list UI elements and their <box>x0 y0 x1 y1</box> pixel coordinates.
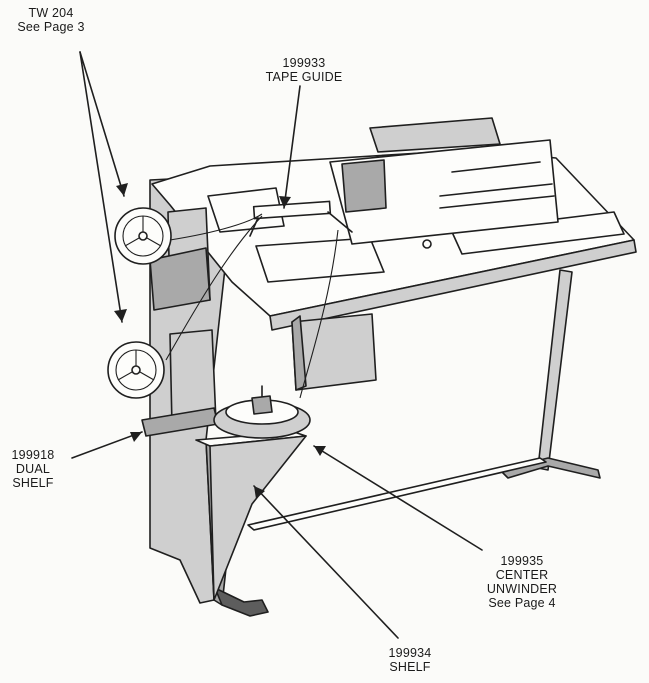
dual-shelf-line1: DUAL <box>15 462 51 476</box>
center-unwinder-line1: CENTER <box>495 568 549 582</box>
callout-tw204: TW 204 See Page 3 <box>8 6 94 34</box>
callout-center-unwinder: 199935 CENTER UNWINDER See Page 4 <box>476 554 568 610</box>
tape-guide-part-number: 199933 <box>282 56 326 70</box>
callout-shelf: 199934 SHELF <box>380 646 440 674</box>
upper-tape-reel <box>114 207 211 311</box>
tape-guide <box>165 200 353 399</box>
tw204-part-number: TW 204 <box>28 6 74 20</box>
tape-guide-name: TAPE GUIDE <box>265 70 343 84</box>
center-unwinder-page-ref: See Page 4 <box>488 596 556 610</box>
callout-tape-guide: 199933 TAPE GUIDE <box>262 56 346 84</box>
center-unwinder-line2: UNWINDER <box>486 582 558 596</box>
callout-dual-shelf: 199918 DUAL SHELF <box>2 448 64 490</box>
stretcher-bar <box>247 457 547 531</box>
tw204-page-ref: See Page 3 <box>17 20 85 34</box>
printer-unit <box>329 117 559 249</box>
shelf-name: SHELF <box>389 660 431 674</box>
dual-shelf-part-number: 199918 <box>11 448 55 462</box>
leader-lines <box>71 51 483 639</box>
center-unwinder-part-number: 199935 <box>500 554 544 568</box>
center-unwinder <box>213 385 311 439</box>
under-desk-box <box>291 313 377 391</box>
dual-shelf-line2: SHELF <box>12 476 54 490</box>
shelf-part-number: 199934 <box>388 646 432 660</box>
right-leg <box>499 269 601 479</box>
lower-tape-reel <box>107 329 219 437</box>
